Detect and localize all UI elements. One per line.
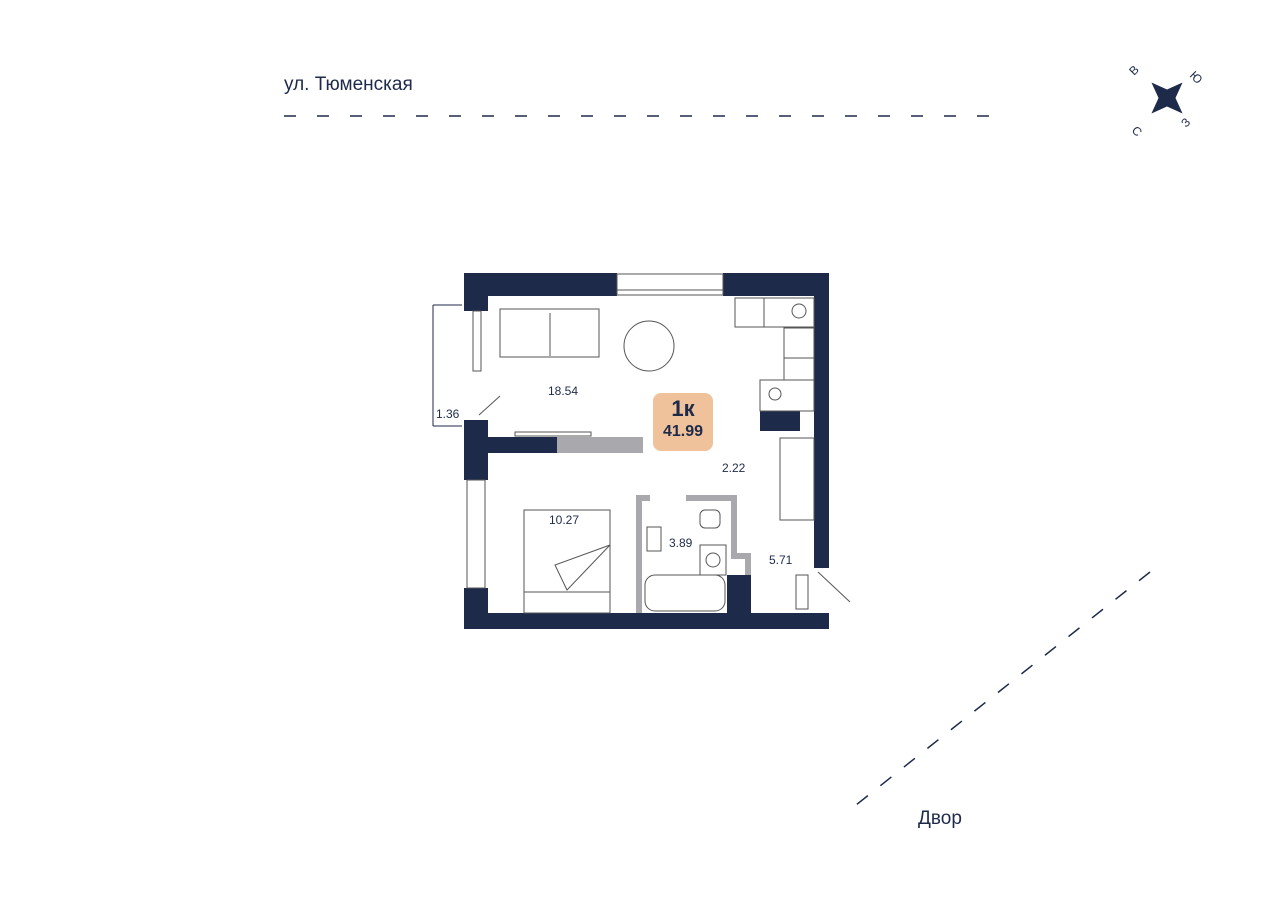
sink (763, 297, 815, 328)
room-area-entry: 5.71 (769, 553, 793, 567)
stove (734, 297, 765, 328)
window-top (616, 273, 724, 296)
compass-south: Ю (1187, 68, 1205, 86)
compass-west: З (1178, 115, 1193, 130)
sofa (499, 308, 600, 358)
compass-icon: В Ю С З (1126, 63, 1205, 140)
toilet (699, 509, 721, 529)
room-count: 1к (671, 396, 695, 421)
walls (464, 273, 829, 629)
street-label: ул. Тюменская (284, 74, 413, 95)
dining-table (623, 320, 675, 372)
yard-line (855, 571, 1151, 806)
room-area-bedroom: 10.27 (549, 513, 579, 527)
bed (523, 509, 611, 614)
compass-north: С (1129, 123, 1145, 139)
partitions (557, 437, 751, 613)
washing-machine (699, 544, 727, 576)
wardrobe (779, 437, 815, 521)
room-area-balcony: 1.36 (436, 407, 460, 421)
room-area-living: 18.54 (548, 384, 578, 398)
washbasin (646, 526, 662, 552)
yard-label: Двор (918, 808, 962, 829)
compass-east: В (1126, 63, 1142, 79)
apartment-badge: 1к 41.99 (653, 393, 713, 451)
radiator (795, 574, 809, 610)
window-left (466, 479, 486, 589)
balcony-door (472, 310, 482, 372)
total-area: 41.99 (662, 423, 704, 440)
room-area-bathroom: 3.89 (669, 536, 693, 550)
bathtub (644, 574, 726, 612)
room-area-hall: 2.22 (722, 461, 746, 475)
